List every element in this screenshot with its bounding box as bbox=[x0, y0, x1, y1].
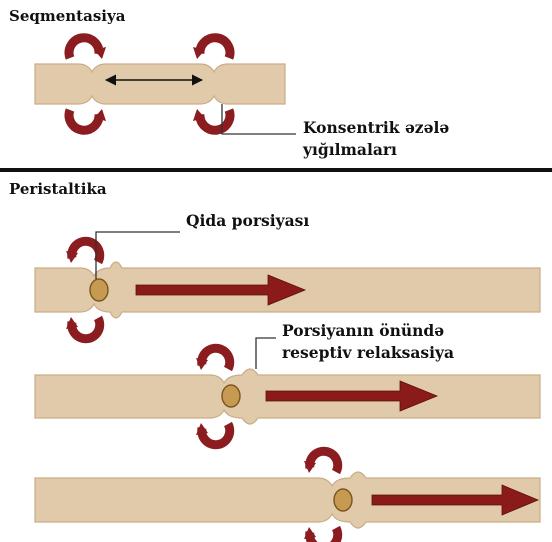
peristalsis-arrow-3 bbox=[371, 484, 540, 516]
segmentation-contraction-1 bbox=[64, 33, 106, 135]
food-bolus-label: Qida porsiyası bbox=[186, 211, 310, 230]
section-divider bbox=[0, 168, 552, 172]
segmentation-title: Seqmentasiya bbox=[9, 7, 126, 25]
peristalsis-contraction-2 bbox=[196, 343, 235, 450]
contractions-label-line2: yığılmaları bbox=[303, 140, 397, 159]
contractions-label-line1: Konsentrik əzələ bbox=[303, 118, 450, 137]
peristalsis-title: Peristaltika bbox=[9, 180, 107, 198]
peristalsis-contraction-1 bbox=[66, 236, 105, 344]
contractions-leader-line bbox=[221, 104, 296, 135]
segmentation-tube bbox=[34, 63, 286, 105]
peristalsis-tube-3 bbox=[34, 471, 541, 529]
food-bolus-3 bbox=[333, 488, 353, 512]
food-bolus-2 bbox=[221, 384, 241, 408]
segmentation-contraction-2 bbox=[193, 33, 235, 135]
peristalsis-arrow-2 bbox=[265, 380, 439, 412]
relaxation-label-line2: reseptiv relaksasiya bbox=[282, 343, 455, 362]
relaxation-label-line1: Porsiyanın önündə bbox=[282, 321, 445, 340]
peristalsis-arrow-1 bbox=[135, 274, 307, 306]
food-bolus-leader-line bbox=[95, 231, 180, 279]
peristalsis-contraction-3 bbox=[304, 446, 343, 542]
relaxation-leader-line bbox=[255, 337, 276, 369]
food-bolus-1 bbox=[89, 278, 109, 302]
